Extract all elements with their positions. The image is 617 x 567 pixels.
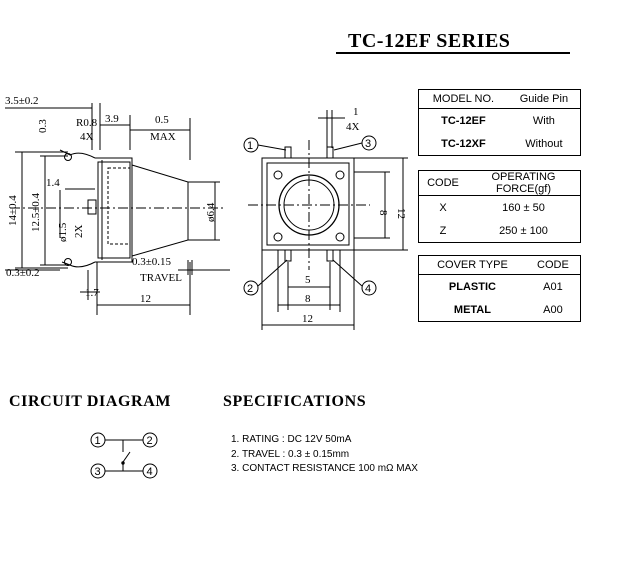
dim-0-3-bottom: 0.3±0.2 bbox=[6, 267, 40, 279]
dim-3-9: 3.9 bbox=[105, 113, 119, 125]
circuit-diagram-heading: CIRCUIT DIAGRAM bbox=[9, 393, 172, 410]
dim-travel-label: TRAVEL bbox=[140, 272, 182, 284]
cover-header-type: COVER TYPE bbox=[418, 255, 526, 275]
dim-max: MAX bbox=[150, 131, 176, 143]
force-header-force: OPERATING FORCE(gf) bbox=[467, 170, 581, 196]
table-row: PLASTIC A01 bbox=[419, 275, 581, 299]
table-row: TC-12EF With bbox=[419, 109, 581, 133]
dim-top-5: 5 bbox=[305, 274, 311, 286]
top-pin-3-label: 3 bbox=[365, 138, 371, 150]
table-row: X 160 ± 50 bbox=[419, 196, 581, 220]
dim-14: 14±0.4 bbox=[7, 195, 19, 226]
specifications-list: 1. RATING : DC 12V 50mA 2. TRAVEL : 0.3 … bbox=[231, 433, 418, 477]
guide-pin-cell: With bbox=[532, 114, 555, 127]
guide-pin-cell: Without bbox=[525, 137, 563, 150]
cover-type-cell: PLASTIC bbox=[448, 280, 496, 293]
code-cell: X bbox=[439, 201, 447, 214]
dim-top-8-bottom: 8 bbox=[305, 293, 311, 305]
cover-code-cell: A00 bbox=[543, 303, 563, 316]
dim-r0-8: R0.8 bbox=[76, 117, 98, 129]
page-title: TC-12EF SERIES bbox=[348, 30, 511, 52]
force-cell: 160 ± 50 bbox=[502, 201, 545, 214]
model-header-model: MODEL NO. bbox=[418, 89, 508, 109]
circuit-diagram: 1 2 3 4 bbox=[90, 432, 158, 479]
table-row: TC-12XF Without bbox=[419, 132, 581, 156]
list-item: 3. CONTACT RESISTANCE 100 mΩ MAX bbox=[231, 463, 418, 474]
cover-type-cell: METAL bbox=[453, 303, 491, 316]
dim-0-5: 0.5 bbox=[155, 114, 169, 126]
list-item: 1. RATING : DC 12V 50mA bbox=[231, 434, 352, 445]
dim-dia-6-4: ø6.4 bbox=[205, 202, 217, 222]
circuit-pin-3: 3 bbox=[95, 466, 101, 478]
model-header-guide-pin: Guide Pin bbox=[507, 89, 581, 109]
title-underline bbox=[336, 52, 570, 54]
dim-3-5: 3.5±0.2 bbox=[5, 95, 39, 107]
force-cell: 250 ± 100 bbox=[499, 224, 548, 237]
model-cell: TC-12EF bbox=[441, 114, 486, 127]
force-header-code: CODE bbox=[418, 170, 467, 196]
model-cell: TC-12XF bbox=[441, 137, 486, 150]
dim-top-1: 1 bbox=[353, 106, 359, 118]
dim-dia-1-5: ø1.5 bbox=[57, 222, 69, 242]
dim-12-5: 12.5±0.4 bbox=[30, 192, 42, 232]
top-pin-1-label: 1 bbox=[247, 140, 253, 152]
dim-top-8-right: 8 bbox=[377, 210, 389, 216]
dim-travel-value: 0.3±0.15 bbox=[132, 256, 172, 268]
circuit-pin-2: 2 bbox=[147, 435, 153, 447]
force-table: CODE OPERATING FORCE(gf) X 160 ± 50 Z 25… bbox=[418, 170, 581, 243]
specifications-heading: SPECIFICATIONS bbox=[223, 393, 367, 410]
table-row: Z 250 ± 100 bbox=[419, 219, 581, 243]
cover-code-cell: A01 bbox=[543, 280, 563, 293]
cover-header-code: CODE bbox=[525, 255, 581, 275]
model-table: MODEL NO. Guide Pin TC-12EF With TC-12XF… bbox=[418, 89, 581, 156]
top-view-drawing: 1 2 3 4 1 4X 8 12 5 8 12 bbox=[243, 106, 408, 330]
dim-12-side: 12 bbox=[140, 293, 151, 305]
dim-top-4x: 4X bbox=[346, 121, 360, 133]
dim-r-4x: 4X bbox=[80, 131, 94, 143]
list-item: 2. TRAVEL : 0.3 ± 0.15mm bbox=[231, 448, 350, 460]
dim-2x: 2X bbox=[73, 225, 85, 239]
dim-top-12-right: 12 bbox=[395, 208, 407, 219]
table-row: METAL A00 bbox=[419, 298, 581, 322]
cover-table: COVER TYPE CODE PLASTIC A01 METAL A00 bbox=[418, 255, 581, 322]
dim-1-4: 1.4 bbox=[46, 177, 60, 189]
dim-1-7: 1.7 bbox=[85, 287, 99, 299]
code-cell: Z bbox=[439, 224, 447, 237]
dim-0-3-top: 0.3 bbox=[37, 119, 49, 133]
circuit-pin-4: 4 bbox=[147, 466, 153, 478]
top-pin-4-label: 4 bbox=[365, 283, 371, 295]
dim-top-12-bottom: 12 bbox=[302, 313, 313, 325]
circuit-pin-1: 1 bbox=[95, 435, 101, 447]
top-pin-2-label: 2 bbox=[247, 283, 253, 295]
side-view-drawing: 3.5±0.2 0.3 R0.8 4X 3.9 0.5 MAX 14±0.4 1… bbox=[5, 95, 230, 315]
